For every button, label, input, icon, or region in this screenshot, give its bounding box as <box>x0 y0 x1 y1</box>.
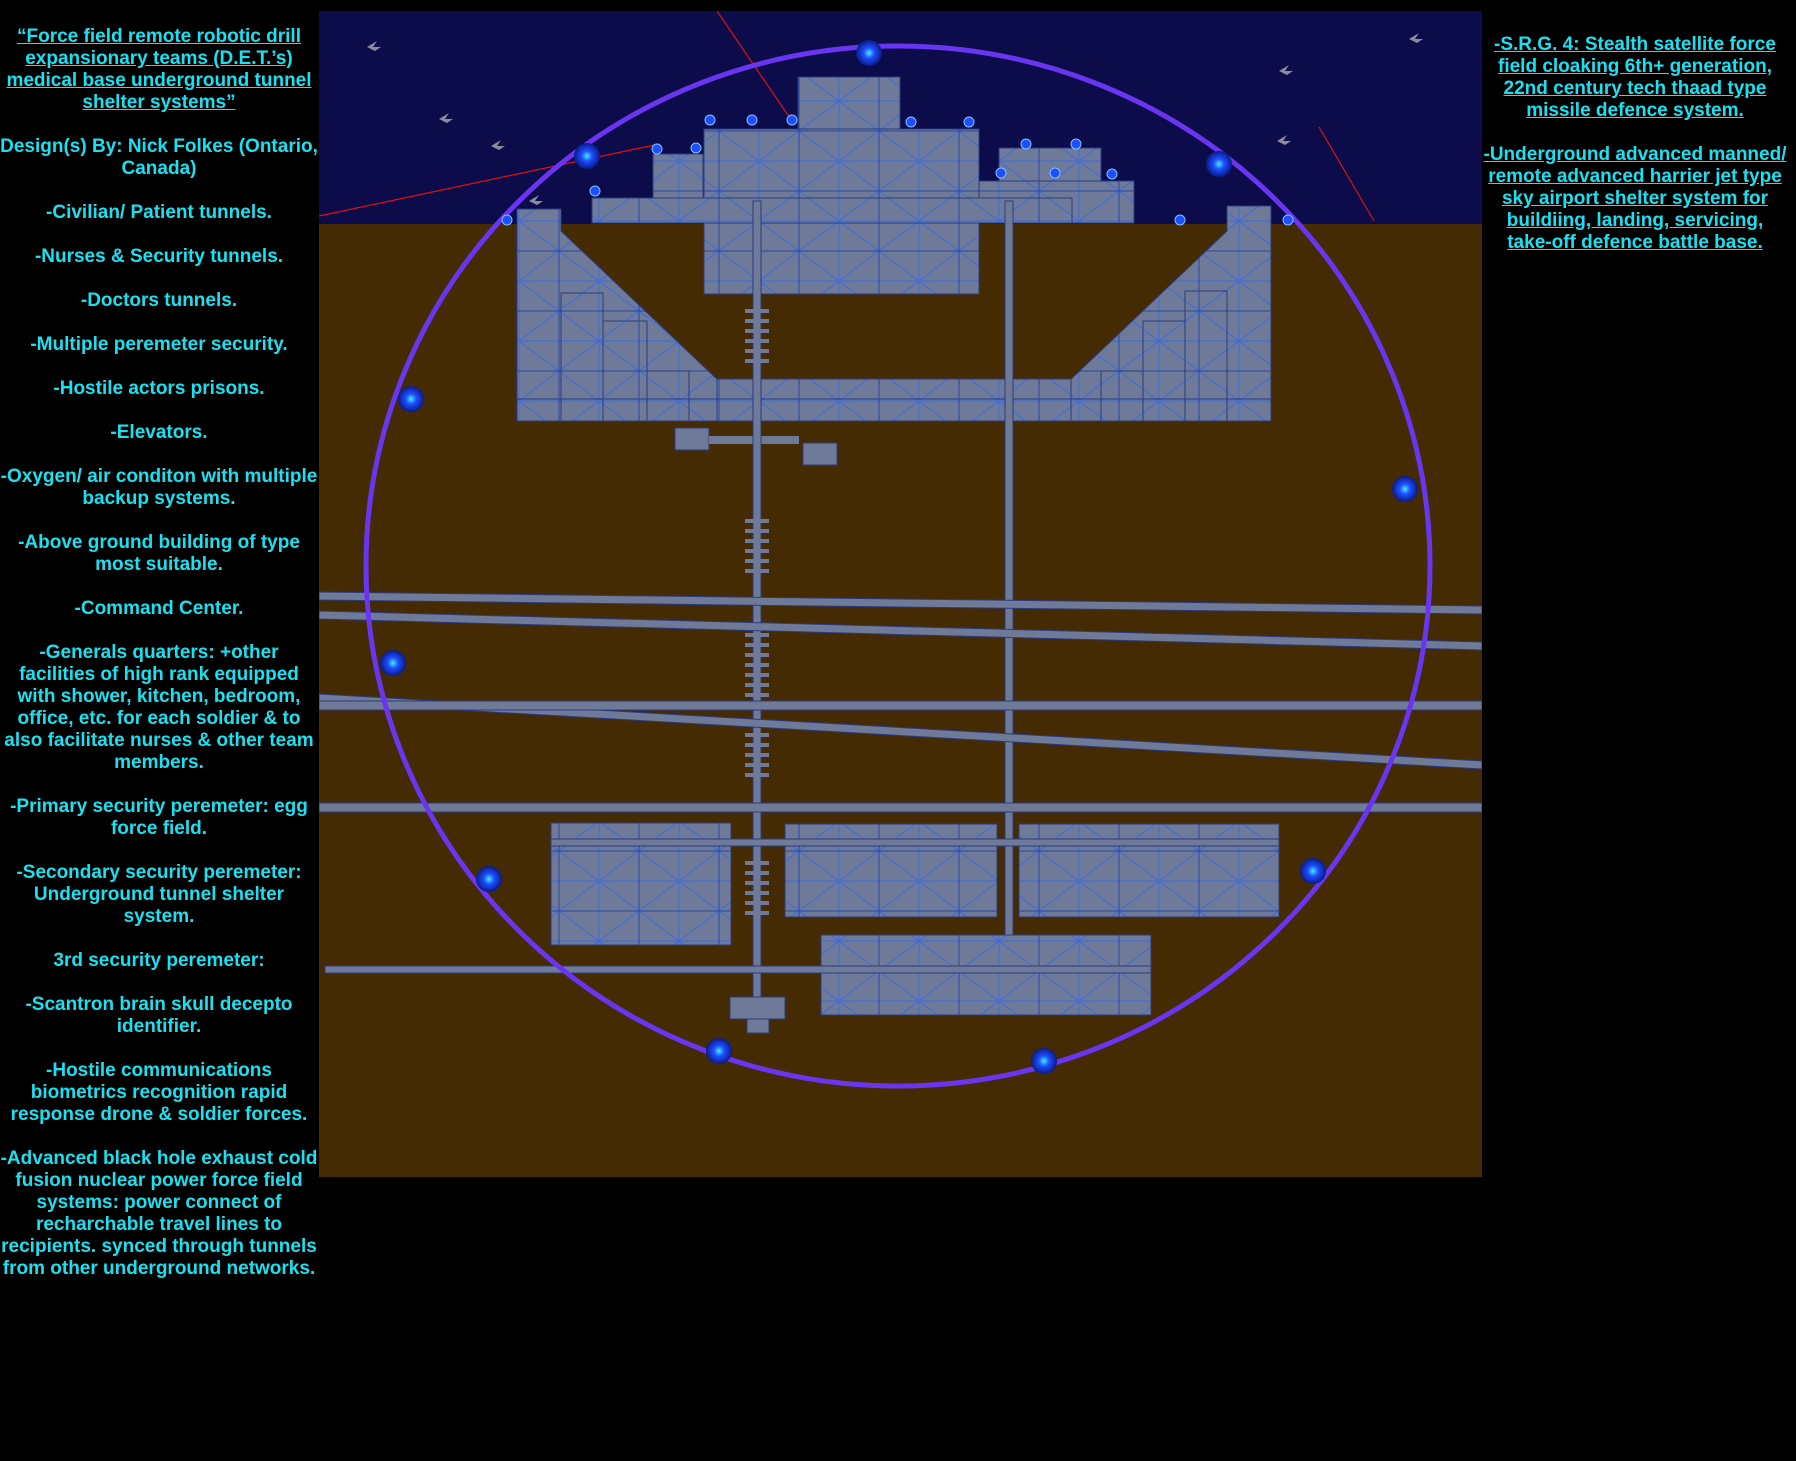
elevator-base <box>729 996 786 1020</box>
feature-item: -Secondary security peremeter: Undergrou… <box>16 862 302 927</box>
feature-item: -Oxygen/ air conditon with multiple back… <box>0 466 318 509</box>
feature-item: -Elevators. <box>110 422 208 443</box>
tunnel-line <box>319 591 1482 615</box>
shield-generator-icon <box>380 40 1418 1074</box>
tunnel-line <box>319 693 1482 770</box>
base-diagram <box>319 11 1482 1177</box>
tunnel-line <box>319 610 1482 651</box>
feature-item: -Hostile communications biometrics recog… <box>10 1060 308 1125</box>
medical-building <box>784 823 998 918</box>
corridor <box>550 838 1280 847</box>
rooftop-building <box>797 76 901 130</box>
feature-item: -Multiple peremeter security. <box>30 334 288 355</box>
feature-item: 3rd security peremeter: <box>53 950 265 971</box>
sensor-node-icon <box>501 114 1294 226</box>
credit-text: Design(s) By: Nick Folkes (Ontario, Cana… <box>0 136 318 179</box>
feature-item: -Above ground building of type most suit… <box>18 532 300 575</box>
feature-item: -Hostile actors prisons. <box>53 378 265 399</box>
feature-item: -Civilian/ Patient tunnels. <box>46 202 272 223</box>
feature-item: -Scantron brain skull decepto identifier… <box>25 994 293 1037</box>
hangar-concourse <box>716 378 1072 422</box>
left-description-panel: “Force field remote robotic drill expans… <box>0 26 318 1302</box>
feature-item: -Primary security peremeter: egg force f… <box>10 796 308 839</box>
feature-item: -Nurses & Security tunnels. <box>34 246 284 267</box>
laser-beam <box>1318 126 1375 222</box>
feature-item: -Command Center. <box>74 598 244 619</box>
elevator-room <box>802 442 838 466</box>
surface-deck <box>591 197 1073 224</box>
tunnel-line <box>319 802 1482 813</box>
feature-item: -Advanced black hole exhaust cold fusion… <box>0 1148 318 1279</box>
drone-icon <box>367 33 1423 205</box>
laser-beam <box>319 143 660 217</box>
right-side-building <box>998 147 1102 184</box>
power-building <box>820 934 1152 1016</box>
missile-defence-text: -S.R.G. 4: Stealth satellite force field… <box>1494 34 1776 121</box>
corridor <box>324 965 1152 974</box>
feature-item: -Generals quarters: +other facilities of… <box>4 642 314 773</box>
tunnel-line <box>319 700 1482 711</box>
diagram-title: “Force field remote robotic drill expans… <box>6 26 312 113</box>
airport-shelter-text: -Underground advanced manned/ remote adv… <box>1483 144 1787 253</box>
egg-force-field <box>363 43 1433 1089</box>
prison-building <box>1018 823 1280 918</box>
feature-item: -Doctors tunnels. <box>80 290 238 311</box>
left-side-building <box>652 153 704 200</box>
right-description-panel: -S.R.G. 4: Stealth satellite force field… <box>1482 34 1788 276</box>
elevator-room <box>674 427 710 451</box>
